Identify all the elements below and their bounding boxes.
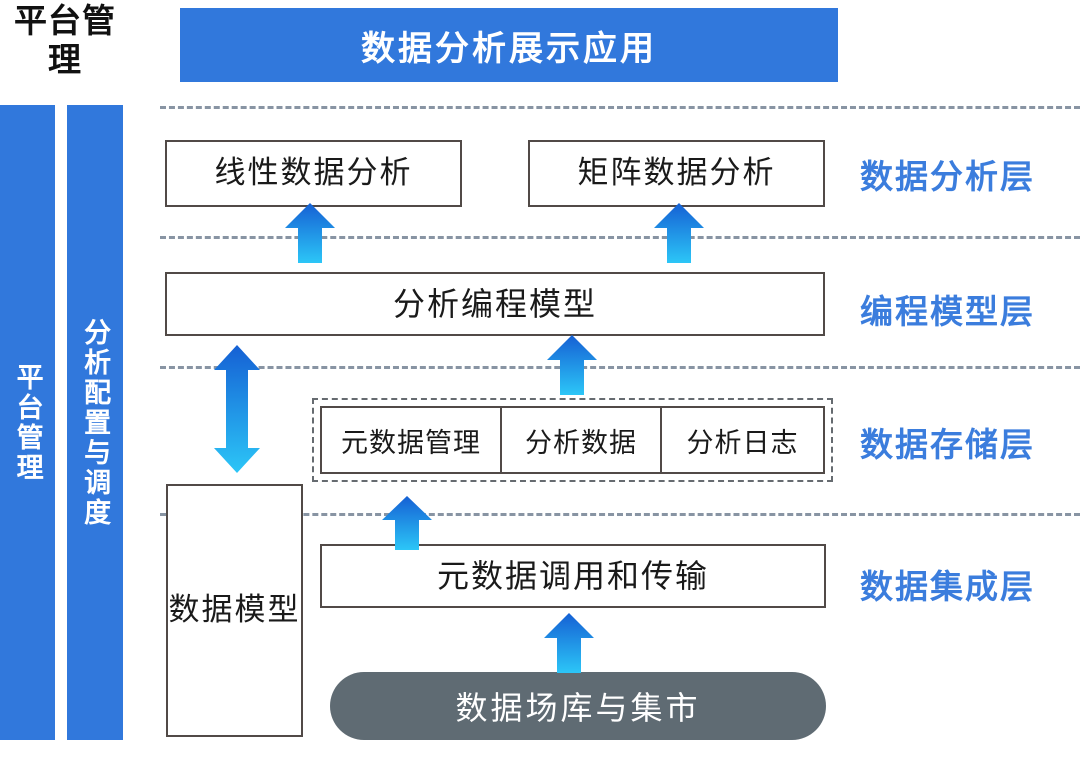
box-matrix-data-analysis[interactable]: 矩阵数据分析 [528, 140, 825, 207]
sidebar-bar-platform-management-label: 平台管理 [12, 362, 43, 483]
box-data-warehouse-and-mart[interactable]: 数据场库与集市 [330, 672, 826, 740]
box-analysis-programming-model[interactable]: 分析编程模型 [165, 272, 825, 336]
arrow-to-linear-analysis-icon [285, 203, 335, 263]
sidebar-bar-analysis-config-schedule-label: 分析配置与调度 [80, 317, 111, 528]
box-metadata-call-and-transport[interactable]: 元数据调用和传输 [320, 544, 826, 608]
application-banner[interactable]: 数据分析展示应用 [180, 8, 838, 82]
layer-separator-4 [160, 513, 1080, 516]
arrow-to-metadata-transport-icon [544, 613, 594, 673]
layer-label-data-integration: 数据集成层 [860, 568, 1035, 605]
storage-layer-group: 元数据管理 分析数据 分析日志 [312, 398, 833, 482]
layer-separator-3 [160, 366, 1080, 369]
layer-separator-1 [160, 106, 1080, 109]
layer-separator-2 [160, 236, 1080, 239]
arrow-to-storage-layer-icon [382, 496, 432, 550]
box-data-model[interactable]: 数据模型 [166, 484, 303, 737]
arrow-to-program-model-icon [547, 335, 597, 395]
sidebar-bar-platform-management[interactable]: 平台管理 [0, 105, 55, 740]
arrow-to-matrix-analysis-icon [654, 203, 704, 263]
storage-cell-analysis-log[interactable]: 分析日志 [686, 427, 799, 458]
layer-label-programming-model: 编程模型层 [860, 293, 1035, 330]
layer-label-data-storage: 数据存储层 [860, 426, 1035, 463]
storage-cell-analysis-data[interactable]: 分析数据 [502, 408, 662, 472]
corner-title: 平台管理 [14, 2, 116, 78]
arrow-data-model-bidirectional-icon [214, 345, 260, 473]
storage-cell-metadata-management[interactable]: 元数据管理 [322, 408, 502, 472]
layer-label-data-analysis: 数据分析层 [860, 158, 1035, 195]
box-linear-data-analysis[interactable]: 线性数据分析 [165, 140, 462, 207]
sidebar-bar-analysis-config-schedule[interactable]: 分析配置与调度 [67, 105, 123, 740]
storage-layer-table: 元数据管理 分析数据 分析日志 [320, 406, 825, 474]
